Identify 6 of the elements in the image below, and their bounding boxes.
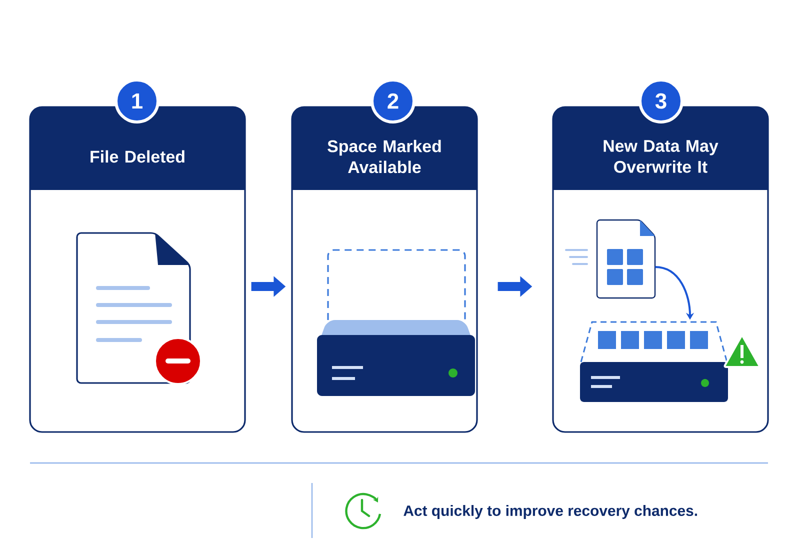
file-icon bbox=[596, 219, 656, 299]
drive-drawing bbox=[580, 321, 728, 402]
step-number-badge: 2 bbox=[370, 78, 416, 124]
step-number-badge: 1 bbox=[114, 78, 160, 124]
note-text: Act quickly to improve recovery chances. bbox=[404, 505, 697, 519]
step-number-badge: 3 bbox=[638, 78, 684, 124]
